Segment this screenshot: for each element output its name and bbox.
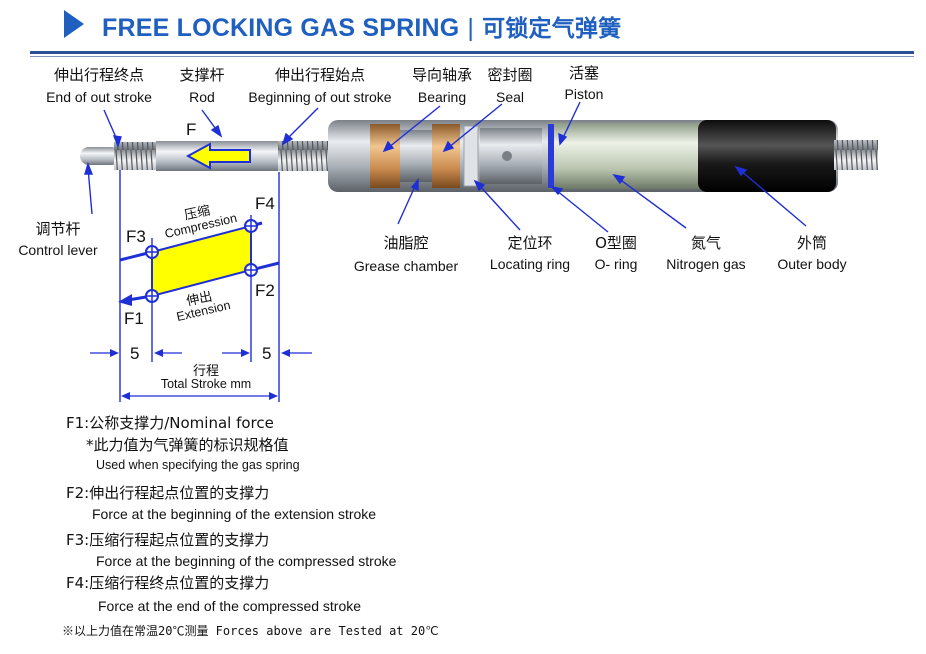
bearing [370, 124, 400, 188]
force-curve [90, 170, 312, 402]
label-f3: F3 [126, 227, 146, 246]
note-f2-en: Force at the beginning of the extension … [92, 506, 377, 522]
label-seal-en: Seal [495, 89, 525, 105]
seal [432, 124, 460, 188]
label-grease-chamber-en: Grease chamber [353, 258, 459, 274]
note-f3-title: F3:压缩行程起点位置的支撑力 [66, 531, 270, 549]
note-f1-sub-en: Used when specifying the gas spring [96, 458, 300, 472]
note-f1-sub-cn: *此力值为气弹簧的标识规格值 [86, 436, 289, 454]
note-f4-en: Force at the end of the compressed strok… [98, 598, 362, 614]
piston-hole [502, 151, 512, 161]
label-locating-ring-cn: 定位环 [507, 234, 553, 252]
label-stroke-en: Total Stroke mm [160, 377, 252, 391]
label-f4: F4 [255, 194, 275, 213]
label-end-out-stroke-cn: 伸出行程终点 [53, 66, 145, 84]
label-o-ring-cn: O型圈 [595, 234, 637, 252]
label-locating-ring-en: Locating ring [489, 256, 571, 272]
label-seal-cn: 密封圈 [487, 66, 533, 84]
header-rule-thin [30, 56, 914, 57]
title-marker-icon [64, 10, 84, 38]
label-outer-body-cn: 外筒 [796, 234, 828, 252]
label-bearing-en: Bearing [417, 89, 467, 105]
label-f1: F1 [124, 309, 144, 328]
title-separator: | [467, 14, 475, 42]
label-piston-en: Piston [564, 86, 604, 102]
note-f1-title: F1:公称支撑力/Nominal force [66, 414, 274, 432]
label-rod-en: Rod [189, 89, 215, 105]
page-title: FREE LOCKING GAS SPRING| 可锁定气弹簧 [102, 9, 621, 43]
label-control-lever-cn: 调节杆 [35, 220, 81, 238]
note-footer: ※以上力值在常温20℃测量 Forces above are Tested at… [62, 624, 439, 638]
force-arrow [185, 142, 251, 170]
note-f2-title: F2:伸出行程起点位置的支撑力 [66, 484, 270, 502]
label-piston-cn: 活塞 [568, 64, 600, 82]
label-rod-cn: 支撑杆 [179, 66, 225, 84]
label-nitrogen-gas-en: Nitrogen gas [666, 256, 746, 272]
label-nitrogen-gas-cn: 氮气 [690, 234, 722, 252]
o-ring [548, 124, 554, 188]
grease-chamber [400, 130, 436, 182]
label-grease-chamber-cn: 油脂腔 [383, 234, 429, 252]
control-lever [80, 147, 120, 165]
nitrogen-gas-chamber [548, 123, 700, 189]
label-begin-out-stroke-cn: 伸出行程始点 [274, 66, 366, 84]
rod-thread-right [278, 141, 332, 171]
header-rule [30, 51, 914, 54]
leader-lines [84, 101, 807, 233]
note-f4-title: F4:压缩行程终点位置的支撑力 [66, 574, 270, 592]
label-begin-out-stroke-en: Beginning of out stroke [248, 89, 392, 105]
label-o-ring-en: O- ring [594, 256, 638, 272]
label-outer-body-en: Outer body [777, 256, 847, 272]
rod-thread-left [114, 142, 158, 170]
label-bearing-cn: 导向轴承 [411, 66, 473, 84]
label-margin-right: 5 [262, 344, 272, 363]
title-cn: 可锁定气弹簧 [482, 16, 622, 42]
force-arrow-label: F [186, 120, 197, 139]
outer-body-end [698, 120, 836, 192]
note-f3-en: Force at the beginning of the compressed… [96, 553, 397, 569]
label-control-lever-en: Control lever [18, 242, 98, 258]
label-stroke-cn: 行程 [192, 364, 220, 379]
label-end-out-stroke-en: End of out stroke [46, 89, 152, 105]
title-en: FREE LOCKING GAS SPRING [102, 14, 460, 42]
label-margin-left: 5 [130, 344, 140, 363]
label-f2: F2 [255, 281, 275, 300]
locating-ring [463, 125, 479, 187]
end-thread [834, 140, 878, 170]
